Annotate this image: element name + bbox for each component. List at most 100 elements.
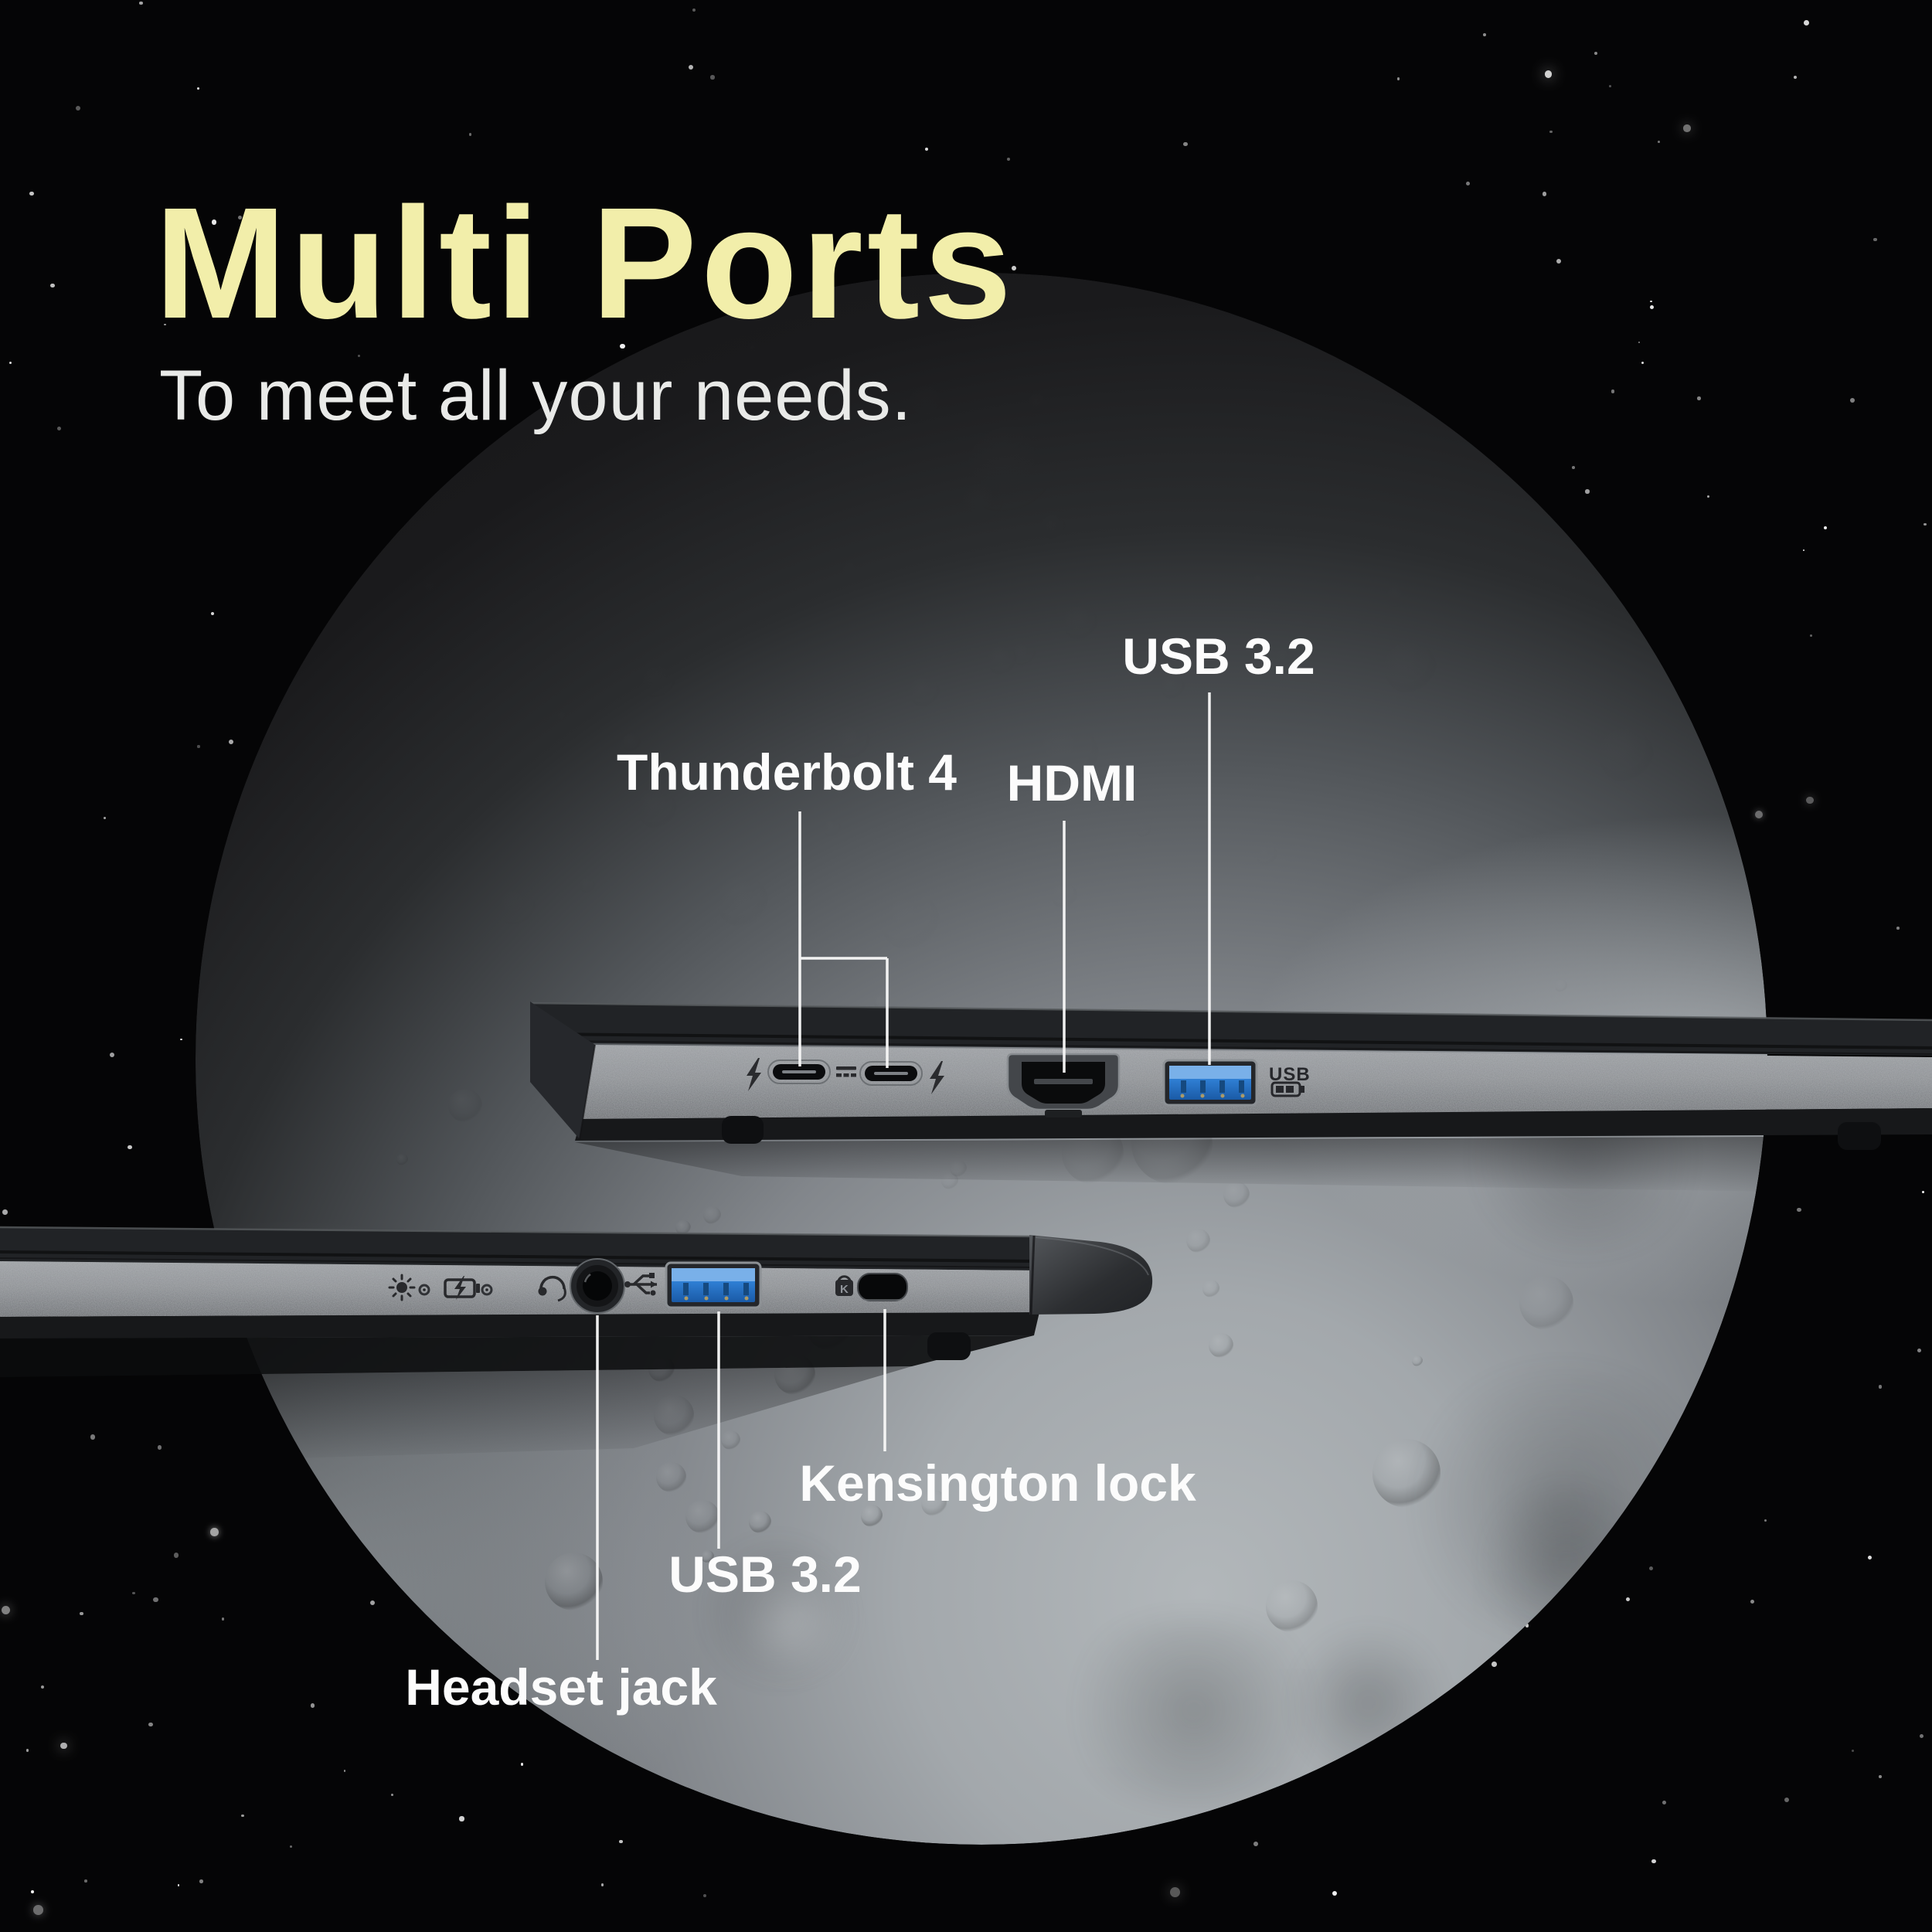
star (199, 1879, 203, 1883)
moon-crater (1040, 514, 1066, 540)
hdmi-bracket (1045, 1110, 1082, 1117)
star (9, 362, 12, 365)
moon-crater (1185, 1229, 1210, 1253)
star (50, 283, 56, 288)
star (1657, 141, 1660, 144)
star (1706, 495, 1709, 498)
star (1641, 361, 1645, 364)
usb-charging-badge-icon: USB (1269, 1064, 1310, 1097)
star (76, 106, 80, 111)
star (1638, 341, 1641, 344)
laptop-bottom-face (0, 1261, 1039, 1317)
moon-crater (721, 1430, 741, 1450)
hdmi-pins (1034, 1079, 1093, 1084)
star (1483, 33, 1487, 37)
kensington-icon: K (835, 1275, 853, 1296)
star (689, 64, 694, 70)
star (109, 1052, 114, 1057)
star (210, 1528, 219, 1536)
star (60, 1742, 67, 1750)
page-subtitle: To meet all your needs. (159, 356, 913, 435)
star (1797, 1207, 1801, 1212)
laptop-bottom-side: K (0, 1226, 1153, 1467)
star (1867, 1556, 1872, 1560)
star (468, 133, 471, 136)
usb-icon (624, 1273, 657, 1296)
moon-crater (641, 664, 676, 699)
star (1683, 124, 1691, 132)
callout-usb32-top: USB 3.2 (1122, 628, 1315, 685)
laptop-bottom-underside (0, 1335, 1034, 1377)
star (1492, 1661, 1497, 1667)
callout-thunderbolt4: Thunderbolt 4 (617, 743, 957, 801)
star (620, 343, 625, 349)
star (197, 87, 200, 90)
moon-crater (675, 1219, 691, 1236)
star (1585, 489, 1590, 494)
lid-groove (544, 1040, 1932, 1055)
star (1, 1605, 11, 1615)
star (164, 323, 166, 326)
moon-crater (701, 1549, 715, 1563)
star (1794, 75, 1798, 79)
star (1611, 389, 1614, 393)
star (241, 1814, 244, 1818)
star (1466, 181, 1471, 185)
moon-crater (448, 1088, 482, 1123)
moon-crater (1027, 393, 1049, 414)
moon-crater (1161, 675, 1185, 700)
kensington-icon-letter: K (840, 1283, 849, 1296)
callout-headset: Headset jack (405, 1658, 717, 1716)
moon-crater (909, 677, 940, 708)
moon-crater (716, 875, 769, 927)
star (1170, 1886, 1181, 1897)
star (1750, 1599, 1754, 1604)
wedge-seam (579, 1044, 596, 1140)
usb-contact (744, 1296, 749, 1301)
star (177, 1883, 180, 1886)
star (459, 1816, 464, 1821)
star (1784, 1797, 1789, 1802)
hinge-end-cap (1029, 1235, 1153, 1315)
star (686, 233, 689, 236)
usb-tongue (672, 1268, 755, 1281)
star (358, 354, 361, 357)
thunderbolt-port-2-rim (859, 1061, 923, 1086)
star (104, 817, 107, 819)
moon-crater (1253, 574, 1265, 587)
star (692, 9, 696, 12)
moon-maria (1287, 1624, 1450, 1781)
star (289, 1845, 293, 1849)
star (56, 426, 61, 431)
moon-crater (622, 733, 641, 752)
headset-jack (570, 1258, 625, 1314)
star (1804, 20, 1809, 26)
battery-nub (1301, 1086, 1304, 1093)
star (600, 1883, 604, 1886)
callout-usb32-bottom: USB 3.2 (668, 1546, 862, 1603)
star (1764, 1519, 1767, 1522)
battery-bar (1276, 1086, 1284, 1093)
usb-pin (1219, 1080, 1225, 1093)
page-title: Multi Ports (155, 175, 1016, 352)
port-tongue (782, 1070, 816, 1073)
star (1572, 466, 1576, 470)
dc-power-icon (851, 1073, 856, 1077)
battery-bar (1286, 1086, 1294, 1093)
star (1662, 1801, 1667, 1805)
moon-crater (396, 1153, 408, 1165)
rubber-foot (927, 1332, 971, 1360)
usb-contact (724, 1296, 729, 1301)
power-led-dot (418, 1284, 430, 1296)
moon-crater (580, 877, 596, 893)
dc-power-icon (836, 1066, 856, 1070)
usb-contact (1200, 1094, 1205, 1098)
usb-pin (1200, 1080, 1206, 1093)
thunderbolt-icon (930, 1061, 944, 1094)
star (1754, 810, 1764, 819)
moon-crater (1384, 641, 1437, 695)
star (924, 147, 928, 151)
star (29, 191, 35, 196)
star (343, 1770, 346, 1772)
